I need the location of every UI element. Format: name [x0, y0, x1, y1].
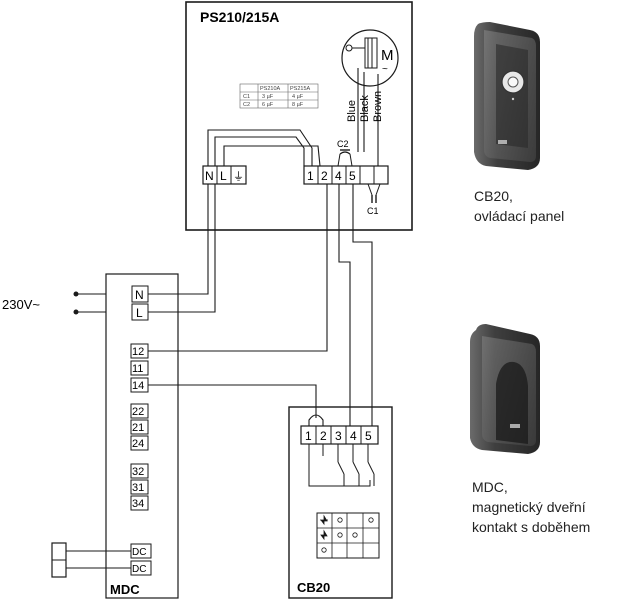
mdc-caption-line: magnetický dveřní — [472, 499, 586, 515]
mdc-caption: MDC, magnetický dveřní kontakt s doběhem — [472, 477, 590, 537]
motor-ac-label: ~ — [382, 64, 388, 75]
capacitor-c1-label: C1 — [367, 206, 379, 216]
terminal-label: 5 — [349, 169, 356, 183]
wire-label-brown: Brown — [372, 91, 384, 122]
capacitor-c2-label: C2 — [337, 139, 349, 149]
mdc-terminal-label: 24 — [132, 438, 144, 450]
cb20-terminal-label: 5 — [365, 429, 372, 443]
cb20-terminal-label: 1 — [305, 429, 312, 443]
mdc-terminal-label: 31 — [132, 482, 144, 494]
internal-wiring — [207, 129, 321, 167]
mdc-terminal-label: DC — [132, 547, 146, 558]
mdc-terminal-label: 21 — [132, 422, 144, 434]
motor-wires — [357, 68, 379, 152]
terminal-label: 2 — [321, 169, 328, 183]
capacitor-c1: C1 — [367, 183, 381, 216]
mdc-terminal-label: N — [135, 288, 144, 302]
mdc-device-illustration — [470, 324, 540, 454]
table-cell: C1 — [243, 94, 250, 100]
terminal-label: N — [205, 169, 214, 183]
mdc-terminal-label: 14 — [132, 380, 144, 392]
mdc-box: MDC N L 12 11 14 22 21 24 32 31 34 DC DC — [105, 273, 179, 599]
cb20-caption: CB20, ovládací panel — [474, 186, 564, 226]
table-cell: 3 µF — [262, 94, 274, 100]
supply-voltage-label: 230V~ — [2, 297, 40, 312]
ps-terminal-strip-control: 1 2 4 5 — [303, 165, 389, 185]
mdc-box-title: MDC — [110, 582, 140, 597]
terminal-label: L — [220, 169, 227, 183]
mdc-terminal-label: 11 — [132, 363, 143, 375]
wire-label-black: Black — [359, 95, 371, 122]
cb20-switch-wiring — [308, 444, 375, 487]
capacitor-table: PS210A PS215A C1 3 µF 4 µF C2 6 µF 8 µF — [239, 83, 319, 109]
door-contact — [51, 542, 131, 578]
mdc-terminal-label: 34 — [132, 498, 144, 510]
cb20-box-title: CB20 — [297, 580, 330, 595]
fan-icon — [320, 514, 328, 526]
table-cell: 8 µF — [292, 102, 304, 108]
table-cell: 4 µF — [292, 94, 304, 100]
ground-terminal-label: ⏚ — [233, 170, 244, 183]
ps-unit: PS210/215A M ~ PS210A PS215A C1 3 µF 4 µ… — [185, 1, 413, 231]
motor-label: M — [381, 47, 394, 64]
table-header: PS215A — [290, 86, 311, 92]
table-cell: C2 — [243, 102, 250, 108]
table-header: PS210A — [260, 86, 281, 92]
field-wiring — [148, 152, 379, 426]
ps-terminal-strip-power: N L ⏚ — [202, 165, 247, 185]
wire-label-blue: Blue — [346, 100, 358, 122]
mdc-terminal-label: DC — [132, 564, 146, 575]
mdc-terminal-label: 12 — [132, 346, 144, 358]
cb20-caption-line: ovládací panel — [474, 208, 565, 224]
cb20-switch-matrix — [316, 512, 380, 559]
cb20-box: CB20 1 2 3 4 5 — [288, 406, 393, 599]
mdc-terminal-label: L — [136, 306, 143, 320]
cb20-terminal-label: 4 — [350, 429, 357, 443]
terminal-label: 4 — [335, 169, 342, 183]
mdc-caption-line: MDC, — [472, 479, 508, 495]
mdc-terminal-label: 32 — [132, 466, 144, 478]
cb20-terminal-label: 2 — [320, 429, 327, 443]
mdc-caption-line: kontakt s doběhem — [472, 519, 591, 535]
terminal-label: 1 — [307, 169, 314, 183]
table-cell: 6 µF — [262, 102, 274, 108]
mdc-terminal-label: 22 — [132, 406, 144, 418]
cb20-device-illustration — [474, 22, 540, 170]
cb20-terminal-label: 3 — [335, 429, 342, 443]
fan-icon — [320, 529, 328, 541]
capacitor-c2: C2 — [337, 139, 353, 167]
ps-unit-title: PS210/215A — [200, 9, 279, 25]
cb20-caption-line: CB20, — [474, 188, 513, 204]
motor-symbol: M ~ — [341, 29, 399, 87]
